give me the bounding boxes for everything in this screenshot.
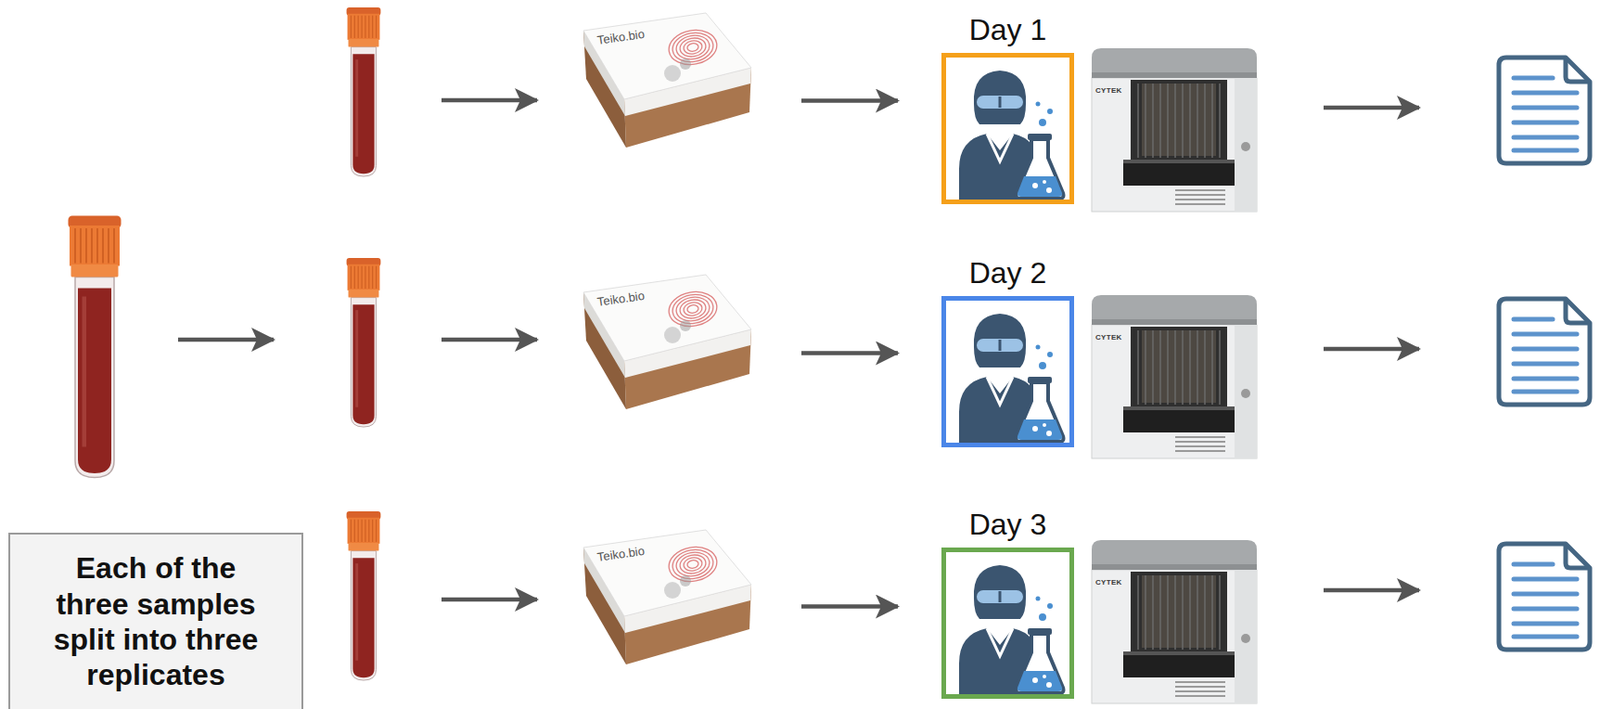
day-label: Day 2 <box>969 256 1048 290</box>
note-text: Each of the three samples split into thr… <box>45 550 267 693</box>
day-box: Day 2 <box>941 295 1075 448</box>
logo-dot <box>664 581 681 599</box>
kit-box: Teiko.bio <box>581 528 754 666</box>
report-icon <box>1498 57 1590 164</box>
cytometer <box>1091 294 1257 459</box>
kit-box: Teiko.bio <box>581 273 754 410</box>
logo-dot <box>664 64 681 82</box>
logo-dot <box>679 575 692 587</box>
brand-label: CYTEK <box>1095 578 1123 587</box>
logo-dot <box>664 326 681 344</box>
fingerprint-mark <box>665 288 720 331</box>
scientist-icon <box>959 564 1064 694</box>
arrow-connector <box>801 603 898 609</box>
replicate-tube <box>346 7 382 177</box>
brand-label: CYTEK <box>1095 333 1123 342</box>
fingerprint-mark <box>686 42 699 52</box>
fingerprint-mark <box>682 38 704 55</box>
report-icon <box>1498 298 1590 405</box>
kit-face <box>583 529 752 616</box>
day-label: Day 1 <box>969 13 1048 47</box>
flow-arrow <box>441 337 538 343</box>
fingerprint-mark <box>670 291 717 327</box>
flow-arrow <box>1323 346 1420 352</box>
fingerprint-mark <box>682 555 704 572</box>
kit-face <box>583 274 752 361</box>
replicate-tube <box>346 511 382 680</box>
cytometer <box>1091 539 1257 704</box>
brand-label: CYTEK <box>1095 87 1123 95</box>
scientist-icon <box>959 313 1064 443</box>
flow-arrow <box>1323 588 1420 593</box>
flow-arrow <box>441 597 538 602</box>
fingerprint-mark <box>665 543 720 586</box>
logo-dot <box>679 320 692 332</box>
logo-dot <box>679 58 692 70</box>
day-label: Day 3 <box>969 508 1048 541</box>
scientist-icon <box>959 70 1064 200</box>
fingerprint-mark <box>670 546 717 582</box>
fingerprint-mark <box>686 559 699 569</box>
day-box: Day 1 <box>941 52 1075 205</box>
flow-arrow <box>441 98 538 103</box>
fingerprint-mark <box>686 304 699 314</box>
flow-arrow <box>1323 105 1420 111</box>
flow-arrow <box>178 337 274 343</box>
fingerprint-mark <box>682 300 704 317</box>
kit-box: Teiko.bio <box>581 12 754 149</box>
report-icon <box>1498 543 1590 650</box>
source-tube <box>68 216 122 478</box>
note-box: Each of the three samples split into thr… <box>8 532 304 709</box>
arrow-connector <box>801 98 898 103</box>
replicate-tube <box>346 257 382 427</box>
cytometer <box>1091 48 1257 212</box>
day-box: Day 3 <box>941 547 1075 699</box>
kit-face <box>583 12 752 100</box>
fingerprint-mark <box>670 29 717 65</box>
fingerprint-mark <box>665 26 720 69</box>
arrow-connector <box>801 350 898 356</box>
